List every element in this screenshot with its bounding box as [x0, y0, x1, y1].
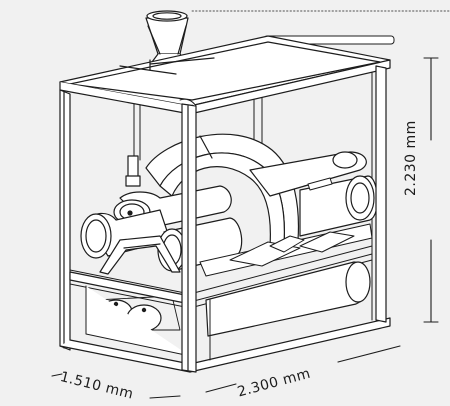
vertical-pipe — [125, 155, 141, 187]
right-post — [375, 65, 387, 323]
height-dimension-label: 2.230 mm — [403, 120, 419, 196]
top-frame — [59, 35, 391, 115]
base-frame — [59, 271, 391, 373]
left-frame — [59, 89, 71, 351]
front-right-post — [179, 98, 197, 373]
support-stand — [99, 235, 181, 275]
middle-tray — [199, 177, 373, 277]
right-cylinder — [249, 151, 378, 237]
dimension-lines — [51, 57, 439, 399]
